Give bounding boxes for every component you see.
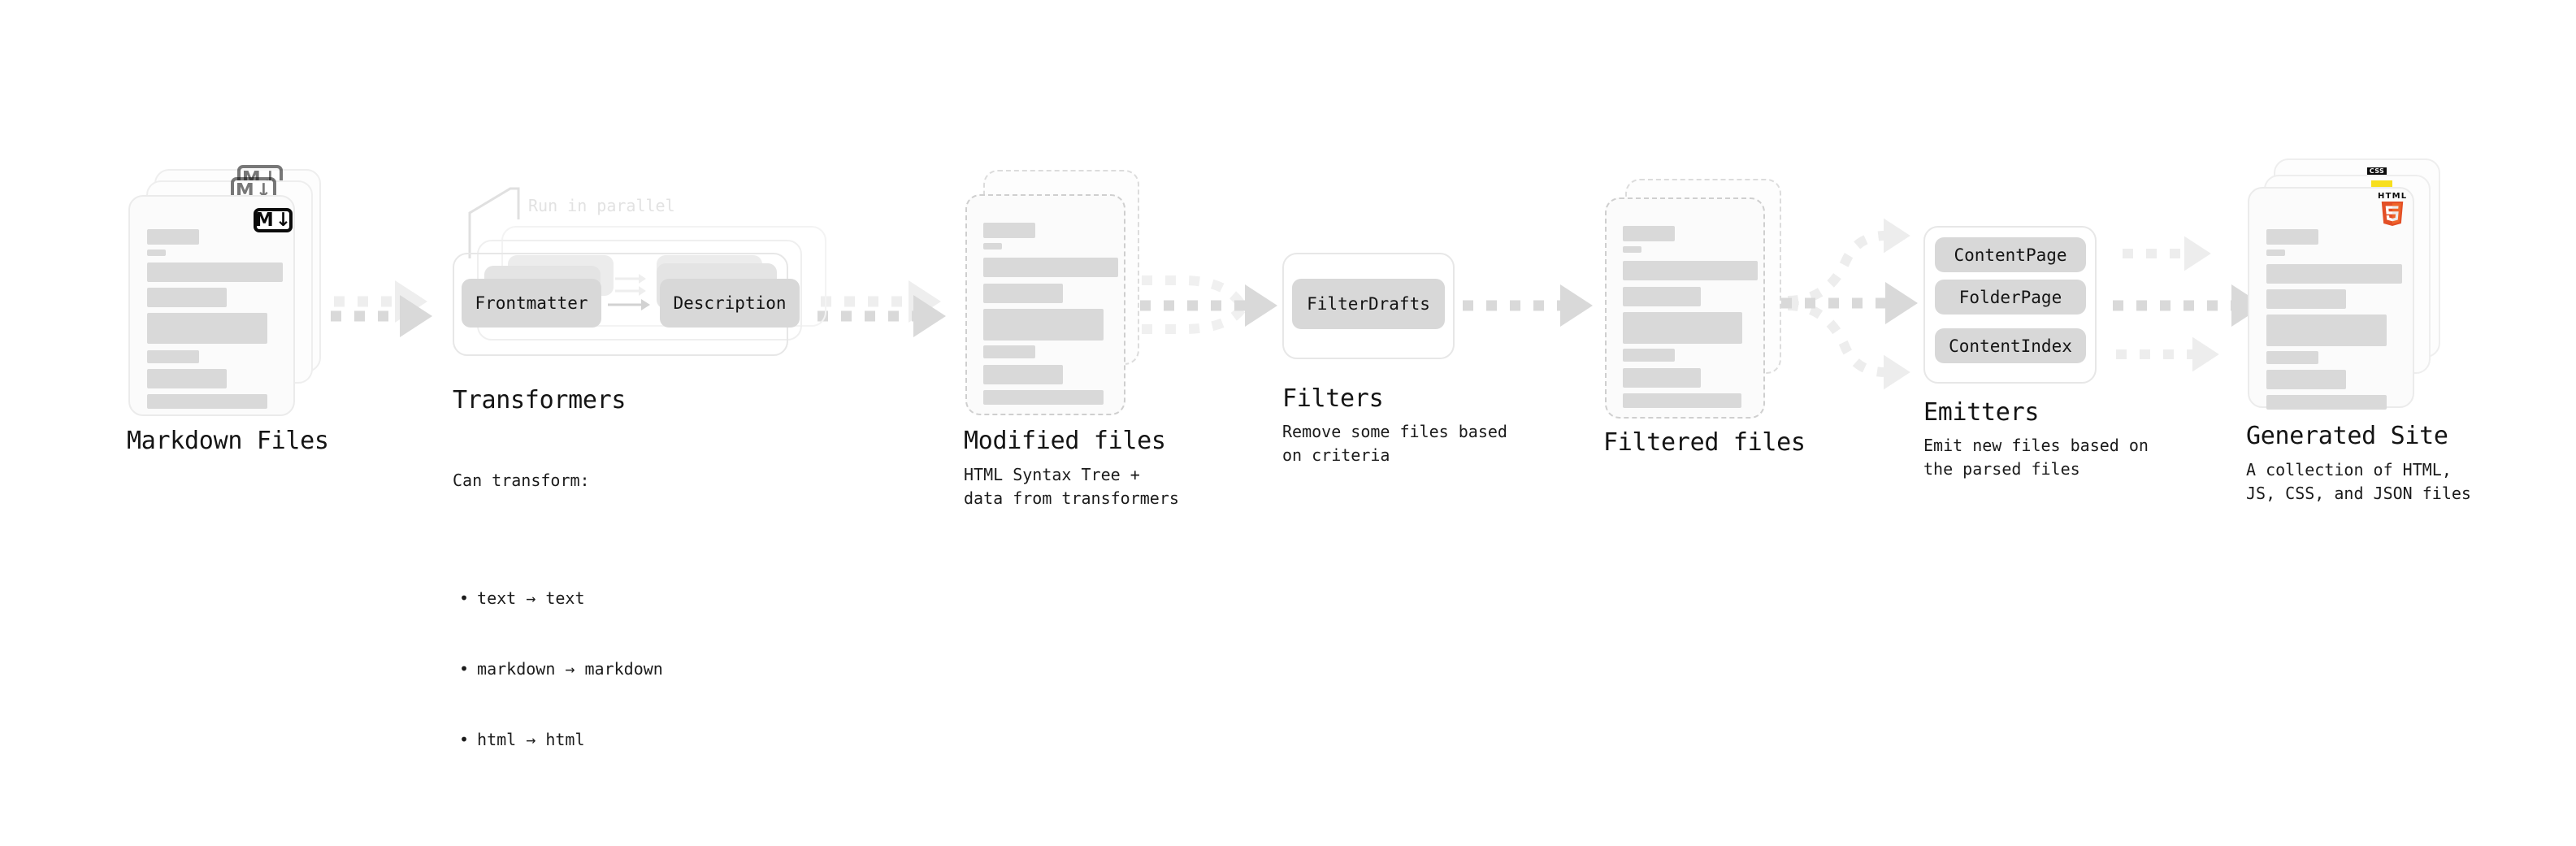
markdown-arrow-icon: ↓ bbox=[275, 209, 292, 231]
arrow-modified-to-filters bbox=[1140, 275, 1277, 334]
run-in-parallel-label: Run in parallel bbox=[528, 196, 675, 215]
modified-card-front bbox=[965, 194, 1125, 415]
skeleton-bar bbox=[983, 365, 1063, 384]
skeleton-bar bbox=[2266, 264, 2402, 284]
skeleton-bar bbox=[147, 249, 166, 256]
skeleton-bar bbox=[147, 369, 227, 388]
stage-title-modified-files: Modified files bbox=[964, 427, 1166, 455]
html5-shield-icon bbox=[2381, 202, 2404, 226]
arrow-emitters-to-site bbox=[2113, 236, 2264, 372]
skeleton-bar bbox=[1623, 246, 1641, 253]
emitter-node-folderpage[interactable]: FolderPage bbox=[1935, 280, 2086, 315]
skeleton-bar bbox=[983, 258, 1118, 277]
pipeline-diagram: M↓ M↓ M↓ Markdown Files Run in parallel … bbox=[0, 0, 2576, 681]
skeleton-bar bbox=[1623, 349, 1675, 362]
stage-title-markdown-files: Markdown Files bbox=[127, 427, 329, 455]
skeleton-bar bbox=[2266, 249, 2285, 256]
filter-node-filterdrafts[interactable]: FilterDrafts bbox=[1292, 279, 1445, 329]
markdown-logo-front: M↓ bbox=[254, 208, 293, 232]
stage-subtitle-filters: Remove some files based on criteria bbox=[1282, 422, 1507, 465]
skeleton-bar bbox=[983, 390, 1104, 405]
transformer-node-description[interactable]: Description bbox=[660, 279, 800, 328]
skeleton-bar bbox=[1623, 312, 1742, 344]
stage-subtitle-emitters: Emit new files based on the parsed files bbox=[1923, 436, 2149, 479]
transformers-bullet: markdown → markdown bbox=[453, 657, 663, 681]
skeleton-bar bbox=[983, 345, 1035, 358]
stage-title-filters: Filters bbox=[1282, 384, 1384, 413]
skeleton-bar bbox=[147, 288, 227, 307]
arrow-markdown-to-transformers bbox=[307, 280, 432, 337]
skeleton-bar bbox=[2266, 315, 2387, 346]
skeleton-bar bbox=[147, 262, 283, 282]
skeleton-bar bbox=[1623, 368, 1701, 388]
filtered-card-front bbox=[1605, 197, 1765, 419]
stage-subtitle-generated-site: A collection of HTML, JS, CSS, and JSON … bbox=[2246, 460, 2471, 503]
skeleton-bar bbox=[1623, 393, 1741, 408]
skeleton-bar bbox=[1623, 261, 1758, 280]
skeleton-bar bbox=[983, 243, 1002, 249]
transformers-bullet: html → html bbox=[453, 728, 663, 752]
css-logo-text: CSS bbox=[2369, 167, 2385, 175]
skeleton-bar bbox=[2266, 351, 2318, 364]
skeleton-bar bbox=[147, 229, 199, 245]
emitter-node-contentindex[interactable]: ContentIndex bbox=[1935, 328, 2086, 363]
stage-subtitle-transformers: Can transform: text → text markdown → ma… bbox=[453, 422, 663, 846]
transformers-subtitle-head: Can transform: bbox=[453, 471, 590, 490]
arrow-filtered-to-emitters bbox=[1781, 218, 1918, 390]
skeleton-bar bbox=[147, 350, 199, 363]
markdown-letter: M bbox=[254, 209, 274, 231]
stage-subtitle-modified-files: HTML Syntax Tree + data from transformer… bbox=[964, 465, 1179, 508]
skeleton-bar bbox=[2266, 395, 2387, 410]
transformers-bullet-list: text → text markdown → markdown html → h… bbox=[453, 540, 663, 799]
skeleton-bar bbox=[147, 313, 267, 344]
html5-logo: HTML bbox=[2378, 192, 2407, 226]
stage-title-generated-site: Generated Site bbox=[2246, 422, 2448, 450]
skeleton-bar bbox=[983, 309, 1104, 341]
skeleton-bar bbox=[983, 223, 1035, 238]
emitter-node-contentpage[interactable]: ContentPage bbox=[1935, 237, 2086, 272]
stage-title-transformers: Transformers bbox=[453, 386, 627, 414]
arrow-transformers-to-modified bbox=[817, 280, 946, 337]
skeleton-bar bbox=[147, 394, 267, 409]
skeleton-bar bbox=[2266, 229, 2318, 245]
transformers-bullet: text → text bbox=[453, 587, 663, 610]
skeleton-bar bbox=[2266, 370, 2346, 389]
skeleton-bar bbox=[983, 284, 1063, 303]
transformer-node-frontmatter[interactable]: Frontmatter bbox=[462, 279, 601, 328]
skeleton-bar bbox=[1623, 226, 1675, 241]
html5-logo-word: HTML bbox=[2378, 192, 2408, 201]
arrow-filters-to-filtered bbox=[1463, 284, 1593, 327]
skeleton-bar bbox=[1623, 287, 1701, 306]
stage-title-emitters: Emitters bbox=[1923, 398, 2040, 427]
stage-title-filtered-files: Filtered files bbox=[1603, 428, 1806, 457]
skeleton-bar bbox=[2266, 289, 2346, 309]
